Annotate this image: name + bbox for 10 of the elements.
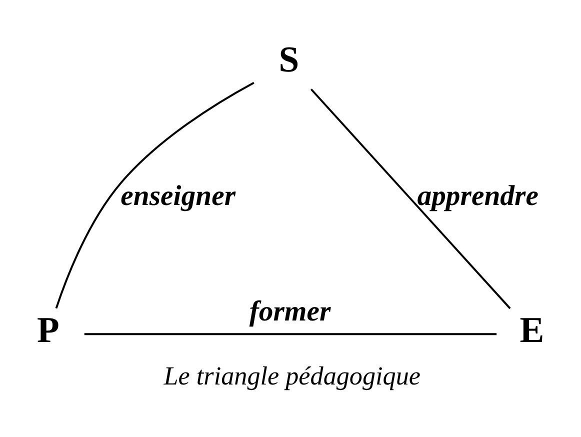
node-text: P <box>37 308 60 350</box>
connector <box>310 88 511 310</box>
node-text: E <box>520 308 544 350</box>
edge-label: former <box>249 296 331 328</box>
caption: Le triangle pédagogique <box>164 361 421 390</box>
edge-label: apprendre <box>417 180 538 212</box>
edge-label: enseigner <box>120 180 236 212</box>
connector <box>55 82 254 309</box>
node-text: S <box>278 38 300 80</box>
connector <box>84 333 497 336</box>
